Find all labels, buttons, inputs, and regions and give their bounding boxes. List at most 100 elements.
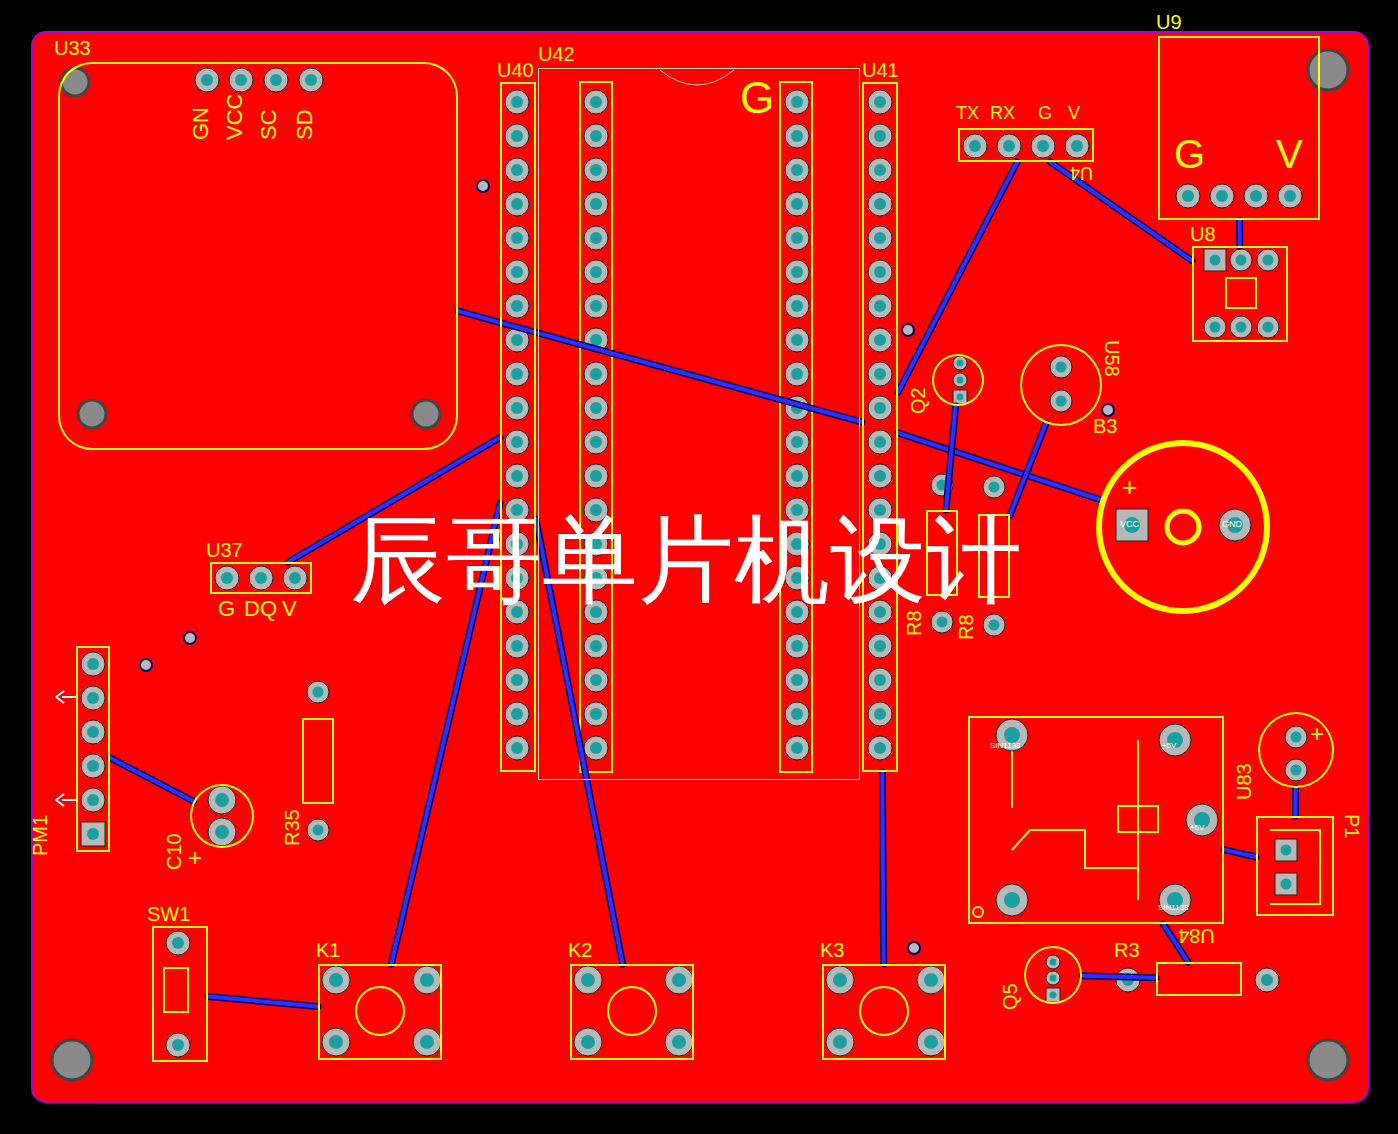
round-pad	[505, 90, 529, 114]
pin-label: V	[282, 598, 297, 620]
round-pad	[1159, 724, 1191, 756]
pad-drill	[511, 334, 523, 346]
pad-drill	[874, 266, 886, 278]
pin-label: RX	[990, 104, 1015, 122]
pad-drill	[791, 470, 803, 482]
component-outline: K2	[570, 964, 694, 1060]
designator: R8	[904, 610, 924, 636]
round-pad	[785, 260, 809, 284]
pad-drill	[511, 742, 523, 754]
pad-drill	[289, 572, 301, 584]
pad-drill	[329, 1035, 343, 1049]
round-pad	[505, 362, 529, 386]
trace-edge	[1050, 162, 1192, 261]
pad-drill	[581, 973, 595, 987]
pad-drill	[874, 470, 886, 482]
round-pad	[1176, 184, 1200, 208]
round-pad	[785, 702, 809, 726]
trace-edge	[882, 772, 883, 964]
pad-drill	[313, 687, 324, 698]
pad-drill	[1281, 879, 1292, 890]
pad-drill	[329, 973, 343, 987]
component-outline: U33GNVCCSCSD	[58, 62, 458, 450]
component-outline: PM1	[76, 646, 110, 852]
copper-trace	[882, 772, 883, 964]
round-pad	[868, 158, 892, 182]
pad-drill	[87, 658, 99, 670]
round-pad	[505, 634, 529, 658]
component-circle: B3+VCCGND	[1096, 440, 1270, 614]
round-pad	[1031, 134, 1055, 158]
square-pad	[1275, 839, 1297, 861]
square-pad	[1204, 249, 1226, 271]
round-pad	[917, 966, 945, 994]
trace-edge	[1292, 788, 1299, 816]
trace-core	[1238, 220, 1242, 246]
button-cap	[860, 987, 908, 1035]
pad-drill	[791, 232, 803, 244]
round-pad	[505, 396, 529, 420]
round-pad	[584, 260, 608, 284]
round-pad	[584, 396, 608, 420]
pad-drill	[581, 1035, 595, 1049]
round-pad	[868, 192, 892, 216]
pad-drill	[957, 360, 964, 367]
round-pad	[826, 966, 854, 994]
round-pad	[953, 356, 967, 370]
pin-label: +	[188, 846, 202, 870]
designator: B3	[1093, 416, 1117, 436]
pad-drill	[833, 973, 847, 987]
component-outline: U4TXRXGV	[958, 128, 1094, 162]
round-pad	[1065, 134, 1089, 158]
switch-lever	[164, 968, 188, 1012]
pad-drill	[1281, 845, 1292, 856]
pad-drill	[420, 1035, 434, 1049]
trace-edge	[898, 162, 1017, 392]
round-pad	[868, 430, 892, 454]
pin-label: DQ	[244, 598, 277, 620]
via	[908, 942, 920, 954]
pin-label: G	[1174, 134, 1205, 174]
pad-drill	[590, 198, 602, 210]
pin-label: GND	[1222, 520, 1242, 529]
pad-drill	[874, 368, 886, 380]
pad-drill	[924, 973, 938, 987]
component-outline: K1	[318, 964, 442, 1060]
pin-label: TX	[956, 104, 979, 122]
round-pad	[785, 362, 809, 386]
copper-trace	[458, 311, 862, 422]
round-pad	[505, 158, 529, 182]
round-pad	[785, 294, 809, 318]
round-pad	[868, 328, 892, 352]
mounting-hole	[412, 400, 440, 428]
round-pad	[584, 192, 608, 216]
pad-drill	[511, 96, 523, 108]
trace-core	[1082, 976, 1156, 978]
trace-core	[898, 433, 1100, 500]
round-pad	[931, 611, 953, 633]
pad-drill	[590, 368, 602, 380]
component-outline: U40	[500, 82, 536, 772]
pad-drill	[874, 164, 886, 176]
silkscreen-label: G	[740, 76, 774, 120]
pin-label: +	[1310, 722, 1324, 746]
designator: R35	[282, 809, 302, 846]
designator: U33	[54, 38, 91, 58]
pad-drill	[1056, 362, 1067, 373]
round-pad	[81, 754, 105, 778]
pad-drill	[672, 973, 686, 987]
pad-drill	[957, 394, 964, 401]
pad-drill	[874, 198, 886, 210]
round-pad	[785, 464, 809, 488]
copper-trace	[1050, 162, 1192, 261]
pad-drill	[874, 232, 886, 244]
pad-drill	[590, 300, 602, 312]
mounting-hole	[52, 1040, 92, 1080]
pad-drill	[791, 436, 803, 448]
pad-drill	[1037, 140, 1049, 152]
pad-drill	[590, 96, 602, 108]
trace-core	[208, 997, 318, 1007]
pad-drill	[1263, 322, 1274, 333]
pad-drill	[87, 794, 99, 806]
round-pad	[917, 1028, 945, 1056]
